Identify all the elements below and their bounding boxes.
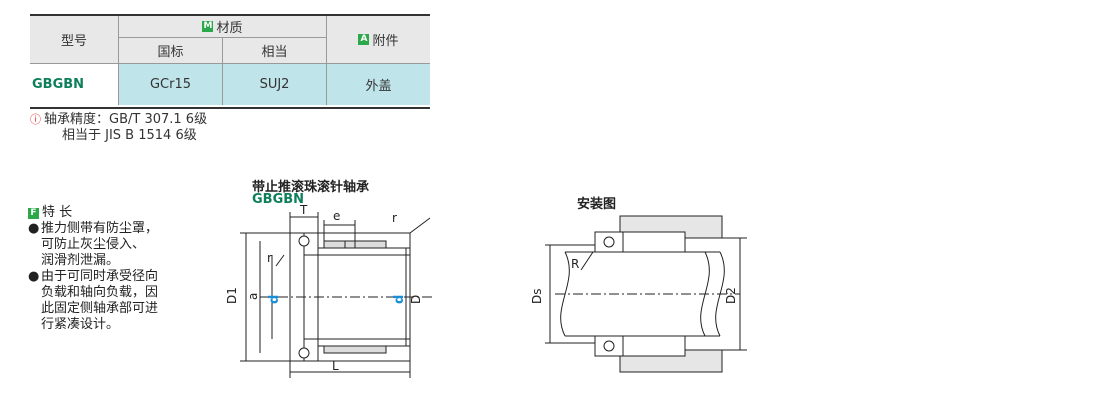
bullet-icon: ● [28, 269, 40, 284]
dim-label-D2: D2 [724, 287, 738, 304]
warning-circle-icon: ⓘ [30, 113, 41, 126]
bullet-icon: ● [28, 221, 40, 236]
spec-table: 型号 M 材质 国标 相当 A 附件 GBGBN GCr15 SUJ2 外盖 [30, 14, 430, 109]
feature-item-1: ● 推力侧带有防尘罩， 可防止灰尘侵入、 润滑剂泄漏。 [28, 221, 159, 268]
dim-label-d-left: d [267, 295, 282, 304]
dim-label-D1: D1 [225, 287, 239, 304]
dim-label-D: D [409, 295, 423, 304]
dim-label-R: R [571, 257, 579, 271]
features-tag-icon: F [28, 207, 39, 219]
model-header: 型号 [30, 16, 119, 63]
diagram1-title: 带止推滚珠滚针轴承 [252, 180, 370, 195]
features-section: F 特 长 ● 推力侧带有防尘罩， 可防止灰尘侵入、 润滑剂泄漏。 ● 由于可同… [28, 205, 203, 333]
dim-label-d-right: d [392, 295, 407, 304]
material-header: M 材质 [119, 16, 327, 38]
accessory-header: A 附件 [327, 16, 430, 63]
header-divider [30, 63, 430, 64]
material-tag-icon: M [202, 21, 214, 32]
dim-label-T: T [299, 203, 308, 217]
features-title: F 特 长 [28, 205, 203, 221]
dim-label-e: e [333, 209, 340, 223]
material-sub-gb: 国标 [119, 38, 223, 63]
feature-item-2: ● 由于可同时承受径向 负载和轴向负载，因 此固定侧轴承部可进 行紧凑设计。 [28, 269, 159, 332]
dim-label-r-left: r [267, 251, 272, 265]
diagram2-title: 安装图 [577, 197, 617, 212]
dim-label-r-top: r [392, 211, 397, 225]
accessory-tag-icon: A [358, 34, 370, 45]
accessory-cell: 外盖 [327, 64, 430, 105]
gb-material-cell: GCr15 [119, 64, 223, 105]
material-sub-equiv: 相当 [223, 38, 327, 63]
diagram1-code: GBGBN [252, 192, 305, 207]
dim-label-Ds: Ds [530, 289, 544, 305]
model-cell: GBGBN [30, 64, 119, 105]
precision-note-2: 相当于 JIS B 1514 6级 [62, 128, 197, 143]
installation-diagram: R Ds D2 [530, 215, 747, 373]
dim-label-L: L [332, 359, 339, 373]
dim-label-a: a [246, 293, 260, 300]
bearing-diagram: T e r r D1 a d d D L [225, 203, 435, 378]
equiv-material-cell: SUJ2 [223, 64, 327, 105]
